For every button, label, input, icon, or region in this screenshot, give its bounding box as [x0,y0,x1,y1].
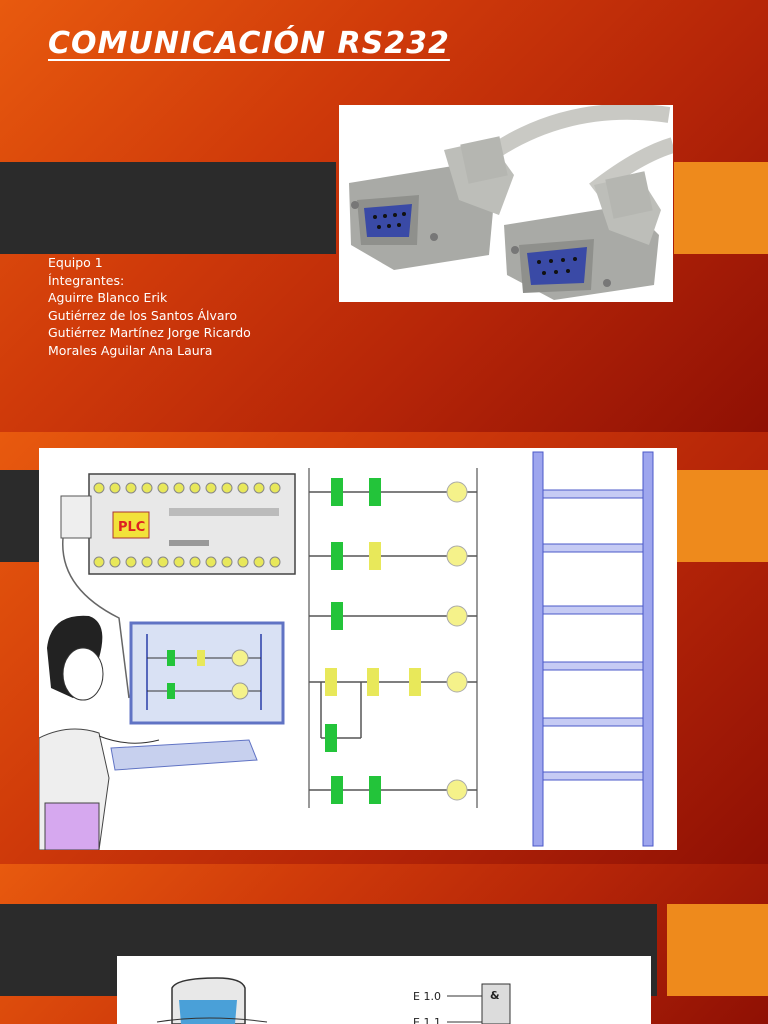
plc-label: PLC [118,520,145,535]
serial-cable-photo [339,105,673,302]
member-name: Gutiérrez Martínez Jorge Ricardo [48,325,251,340]
input-label: E 1.0 [413,990,441,1003]
logic-gate-diagram-image: E 1.0 E 1.1 & [156,977,511,1024]
plc-ladder-photo: PLC [39,448,677,850]
and-label: & [490,989,500,1002]
accent-bar [667,904,768,996]
dark-band [0,470,40,562]
logic-diagram-photo: E 1.0 E 1.1 & [117,956,651,1024]
team-name: Equipo 1 [48,255,103,270]
slide-1: COMUNICACIÓN RS232 Equipo 1 Íntegrantes:… [0,0,768,432]
plc-ladder-diagram-image: PLC [39,451,654,850]
input-label: E 1.1 [413,1016,441,1024]
dark-band [0,162,336,254]
team-info: Equipo 1 Íntegrantes: Aguirre Blanco Eri… [48,254,251,359]
accent-bar [674,162,768,254]
member-name: Gutiérrez de los Santos Álvaro [48,307,238,323]
member-name: Aguirre Blanco Erik [48,290,168,305]
slide-3: E 1.0 E 1.1 & [0,864,768,1024]
members-heading: Íntegrantes: [48,272,125,288]
slide-title: COMUNICACIÓN RS232 [48,26,450,61]
db9-serial-cable-image [349,105,673,300]
member-name: Morales Aguilar Ana Laura [48,342,213,358]
slide-2: PLC [0,432,768,864]
accent-bar [677,470,768,562]
